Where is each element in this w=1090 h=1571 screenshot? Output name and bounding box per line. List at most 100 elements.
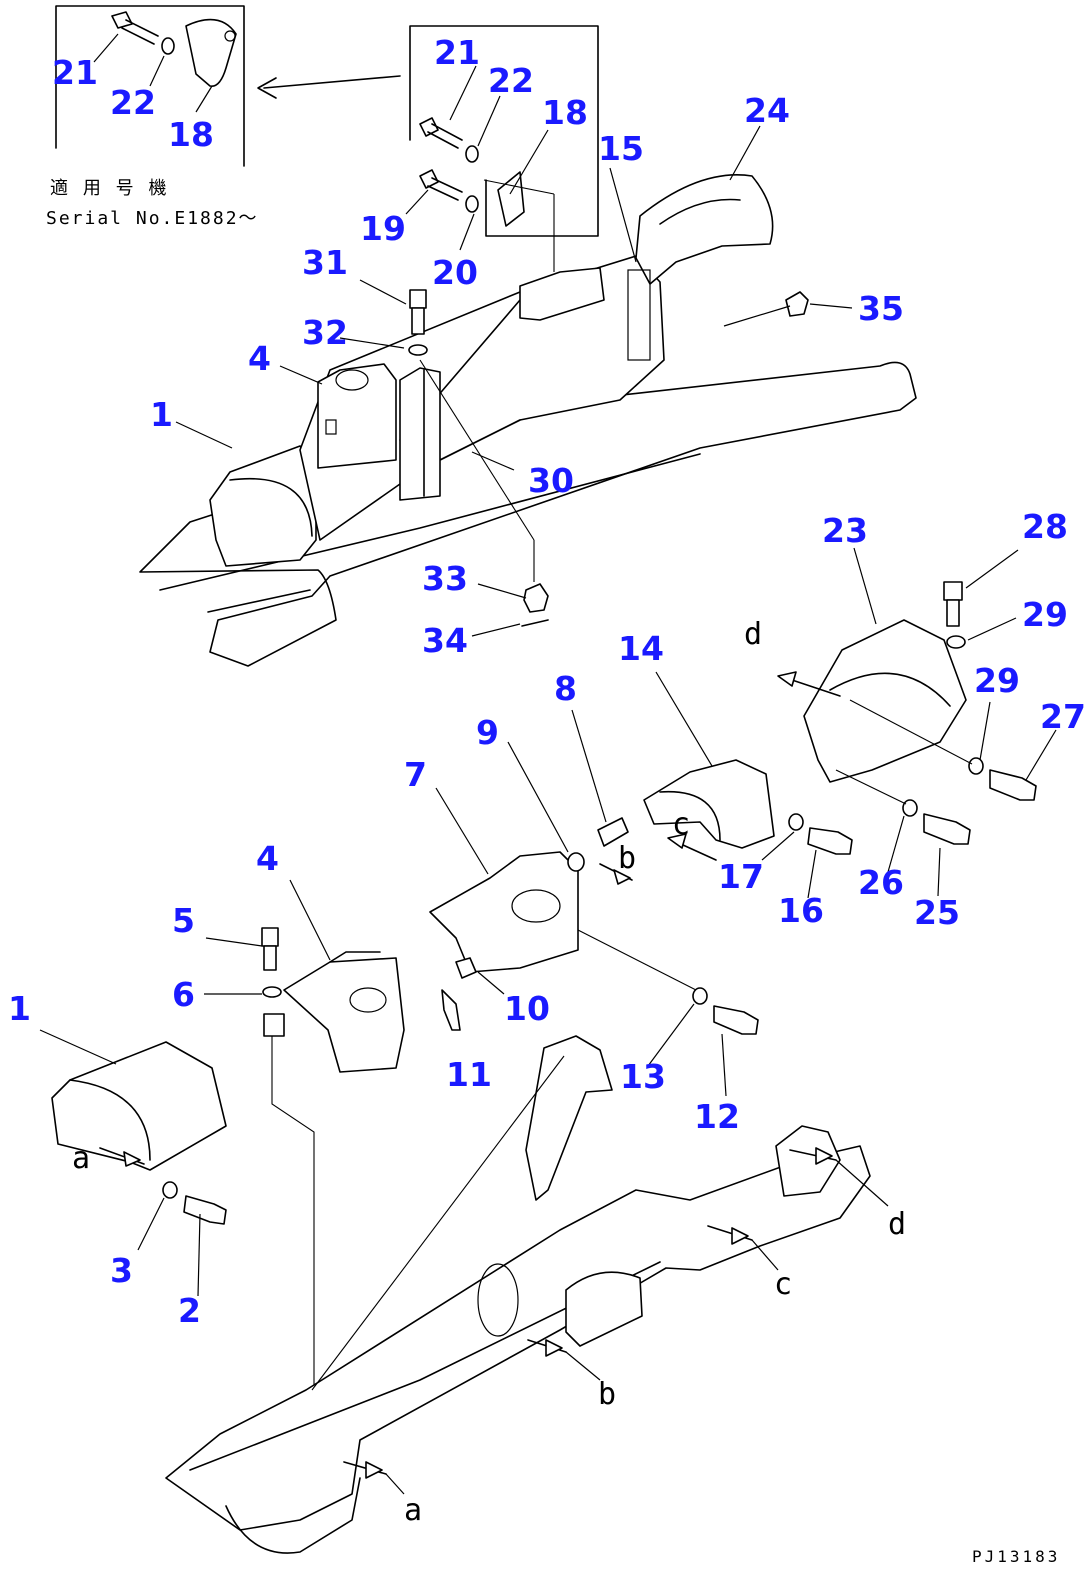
bolt-27-icon bbox=[989, 769, 1037, 801]
inset-serial-variant bbox=[55, 5, 401, 167]
washer-29-upper-icon bbox=[946, 635, 966, 649]
reference-letters: d c b a d c b a bbox=[72, 617, 906, 1528]
bolt-8-icon bbox=[597, 817, 629, 847]
washer-17-icon bbox=[788, 813, 804, 831]
washer-6-icon bbox=[262, 986, 282, 998]
lower-frame-body bbox=[165, 1145, 871, 1531]
bolt-12-icon bbox=[713, 1005, 759, 1035]
washer-29-lower-icon bbox=[968, 757, 984, 775]
lower-track-frame bbox=[165, 1035, 889, 1554]
callout-32: 32 bbox=[302, 313, 348, 352]
callout-28: 28 bbox=[1022, 507, 1068, 546]
arrow-b-upper-icon bbox=[613, 869, 631, 885]
washer-9-icon bbox=[567, 852, 585, 872]
track-frame-beam bbox=[139, 361, 917, 667]
arrow-a-upper-icon bbox=[123, 1151, 141, 1167]
cover-23 bbox=[803, 619, 967, 783]
bolt-28-head-icon bbox=[943, 581, 963, 601]
ref-c-lower: c bbox=[774, 1267, 792, 1302]
callout-35: 35 bbox=[858, 289, 904, 328]
ref-a-lower: a bbox=[404, 1493, 422, 1528]
callout-26: 26 bbox=[858, 863, 904, 902]
callout-19: 19 bbox=[360, 209, 406, 248]
callout-3: 3 bbox=[110, 1251, 133, 1290]
drawing-code: PJ13183 bbox=[972, 1547, 1060, 1566]
callout-10: 10 bbox=[504, 989, 550, 1028]
callout-21-inset: 21 bbox=[52, 53, 98, 92]
callout-18-inset: 18 bbox=[168, 115, 214, 154]
callout-1-upper: 1 bbox=[150, 395, 173, 434]
callout-4-upper: 4 bbox=[248, 339, 271, 378]
arrow-b-lower-icon bbox=[545, 1339, 563, 1357]
detail-box-frame bbox=[409, 25, 599, 237]
bolt-21-inset-icon bbox=[111, 11, 133, 29]
grease-fitting-35-icon bbox=[785, 291, 809, 317]
lower-frame-upright bbox=[525, 1035, 613, 1201]
inset-serial-number: Serial No.E1882～ bbox=[46, 208, 259, 229]
cover-14 bbox=[643, 759, 775, 849]
callout-7: 7 bbox=[404, 755, 427, 794]
lower-frame-opening bbox=[565, 1271, 643, 1347]
clamp-band-30 bbox=[399, 367, 441, 501]
callout-20: 20 bbox=[432, 253, 478, 292]
arrow-c-upper-icon bbox=[667, 833, 687, 849]
bolt-31-head-icon bbox=[409, 289, 427, 309]
bolt-19-icon bbox=[419, 169, 439, 189]
callout-23: 23 bbox=[822, 511, 868, 550]
bolt-16-icon bbox=[807, 827, 853, 855]
callout-24: 24 bbox=[744, 91, 790, 130]
callout-15: 15 bbox=[598, 129, 644, 168]
callout-30: 30 bbox=[528, 461, 574, 500]
callout-12: 12 bbox=[694, 1097, 740, 1136]
arrow-a-lower-icon bbox=[365, 1461, 383, 1479]
plate-18-inset-icon bbox=[185, 18, 237, 87]
ref-d-lower: d bbox=[888, 1207, 906, 1242]
callout-22-inset: 22 bbox=[110, 83, 156, 122]
ref-a-upper: a bbox=[72, 1141, 90, 1176]
ref-b-lower: b bbox=[598, 1377, 616, 1412]
lower-frame-rear-lug bbox=[775, 1125, 841, 1197]
callout-21: 21 bbox=[434, 33, 480, 72]
nut-33-icon bbox=[523, 583, 549, 613]
main-housing bbox=[299, 255, 665, 541]
washer-22-inset-icon bbox=[161, 37, 175, 55]
callout-16: 16 bbox=[778, 891, 824, 930]
callout-25: 25 bbox=[914, 893, 960, 932]
arrow-c-lower-icon bbox=[731, 1227, 749, 1245]
upper-track-frame-assembly bbox=[139, 65, 917, 667]
middle-exploded-parts bbox=[39, 547, 1057, 1388]
callout-31: 31 bbox=[302, 243, 348, 282]
cover-1-lower bbox=[51, 1041, 227, 1171]
callout-9: 9 bbox=[476, 713, 499, 752]
inset-applicability-label: 適 用 号 機 bbox=[50, 178, 169, 199]
plate-18-icon bbox=[497, 171, 525, 227]
arrow-d-upper-icon bbox=[777, 671, 797, 687]
ref-d-upper: d bbox=[744, 617, 762, 652]
callout-11: 11 bbox=[446, 1055, 492, 1094]
washer-26-icon bbox=[902, 799, 918, 817]
washer-32-icon bbox=[408, 344, 428, 356]
ref-b-upper: b bbox=[618, 841, 636, 876]
bolt-25-icon bbox=[923, 813, 971, 845]
callout-33: 33 bbox=[422, 559, 468, 598]
callout-22: 22 bbox=[488, 61, 534, 100]
callout-17: 17 bbox=[718, 857, 764, 896]
bolt-2-icon bbox=[183, 1195, 227, 1225]
callout-34: 34 bbox=[422, 621, 468, 660]
callout-1-lower: 1 bbox=[8, 989, 31, 1028]
callout-14: 14 bbox=[618, 629, 664, 668]
bolt-5-shank bbox=[263, 945, 277, 971]
washer-13-icon bbox=[692, 987, 708, 1005]
ref-c-upper: c bbox=[672, 807, 690, 842]
bolt-5-head-icon bbox=[261, 927, 279, 947]
callout-8: 8 bbox=[554, 669, 577, 708]
washer-22-icon bbox=[465, 145, 479, 163]
bolt-21-icon bbox=[419, 117, 439, 137]
bolt-31-shank bbox=[411, 307, 425, 335]
callout-27: 27 bbox=[1040, 697, 1086, 736]
callout-13: 13 bbox=[620, 1057, 666, 1096]
cover-7 bbox=[429, 851, 579, 973]
callout-2: 2 bbox=[178, 1291, 201, 1330]
